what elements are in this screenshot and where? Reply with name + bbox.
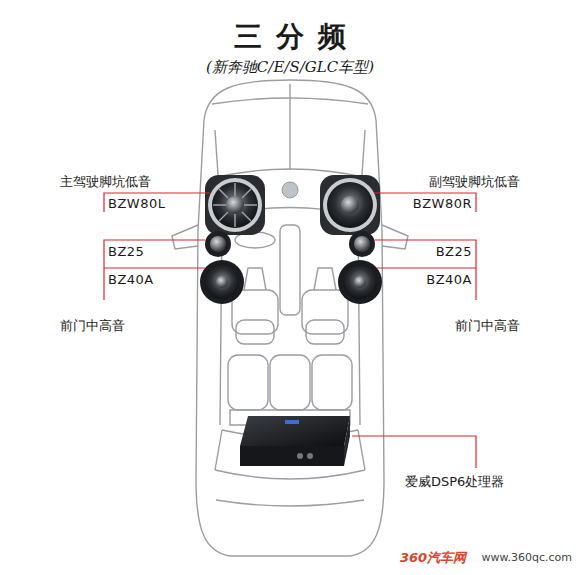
model-code: BZW80R <box>413 196 472 212</box>
woofer-left <box>205 175 265 235</box>
dsp-processor <box>240 416 350 466</box>
midrange-right <box>338 260 382 304</box>
diagram-title: 三分频 <box>234 20 360 54</box>
model-code: BZ40A <box>426 272 472 288</box>
model-code: BZ25 <box>108 244 144 260</box>
midrange-left <box>200 260 244 304</box>
mirror-dot <box>282 182 298 198</box>
part-name: 副驾驶脚坑低音 <box>429 174 520 190</box>
model-code: BZ25 <box>436 244 472 260</box>
subtitle: (新奔驰C/E/S/GLC车型) <box>206 58 374 76</box>
tweeter-left <box>205 231 231 257</box>
part-name: 前门中高音 <box>455 318 520 334</box>
watermark-logo: 360汽车网 <box>400 550 466 566</box>
model-code: BZ40A <box>108 272 154 288</box>
watermark-url: www.360qc.com <box>482 550 573 566</box>
tweeter-right <box>349 231 375 257</box>
part-name: 主驾驶脚坑低音 <box>60 174 151 190</box>
part-name: 前门中高音 <box>60 318 125 334</box>
woofer-right <box>320 175 380 235</box>
leader-lines <box>104 193 476 468</box>
part-name: 爱威DSP6处理器 <box>405 474 504 490</box>
model-code: BZW80L <box>108 196 165 212</box>
